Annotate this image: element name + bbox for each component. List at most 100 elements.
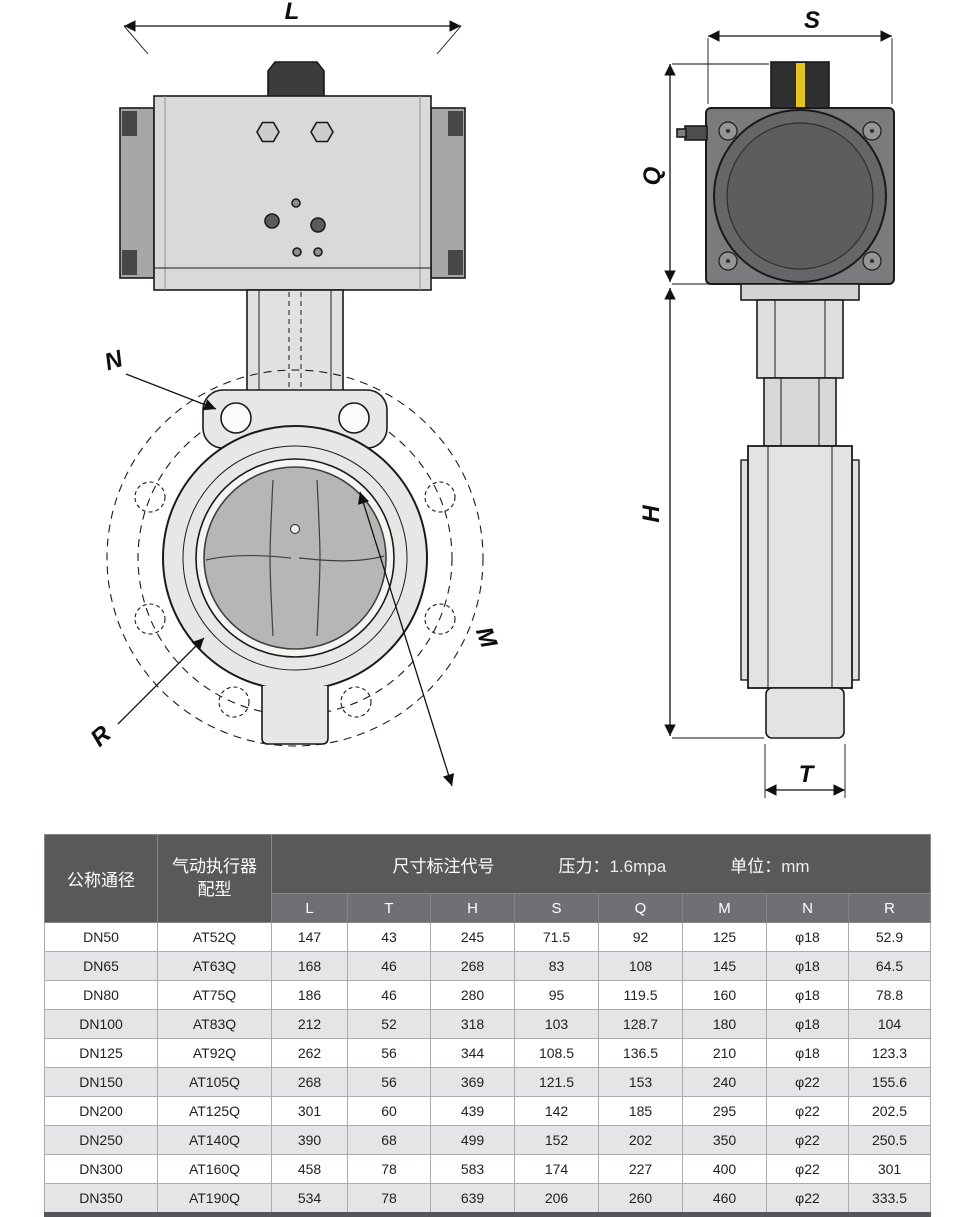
unit-text: 单位：mm (730, 856, 810, 876)
cell-dn: DN100 (44, 1009, 158, 1039)
cell-value: 295 (682, 1096, 767, 1126)
cell-dn: DN125 (44, 1038, 158, 1068)
dim-label-m: M (470, 623, 503, 652)
dim-Q (664, 63, 769, 285)
cell-actuator: AT125Q (157, 1096, 272, 1126)
cell-value: φ18 (766, 951, 849, 981)
cell-value: 180 (682, 1009, 767, 1039)
header-dim-r: R (847, 893, 932, 923)
cell-value: 250.5 (847, 1125, 932, 1155)
header-nominal-diameter: 公称通径 (44, 834, 158, 923)
cell-value: 46 (347, 980, 431, 1010)
cell-dn: DN65 (44, 951, 158, 981)
cell-value: φ22 (766, 1096, 849, 1126)
cell-actuator: AT160Q (157, 1154, 272, 1184)
dim-M (357, 491, 455, 787)
cell-value: φ22 (766, 1067, 849, 1097)
flange-hole (338, 402, 370, 434)
dim-L (123, 20, 462, 55)
cell-value: 301 (271, 1096, 348, 1126)
cell-value: 52.9 (847, 922, 932, 952)
dim-label-t: T (799, 761, 816, 788)
header-dim-s: S (514, 893, 599, 923)
header-dim-h: H (430, 893, 515, 923)
cell-value: 210 (682, 1038, 767, 1068)
cell-value: 260 (598, 1183, 683, 1215)
header-dim-m: M (682, 893, 767, 923)
header-dim-l: L (271, 893, 348, 923)
valve-body-side (740, 283, 860, 739)
cell-value: 155.6 (847, 1067, 932, 1097)
cell-value: 121.5 (514, 1067, 599, 1097)
cell-value: 240 (682, 1067, 767, 1097)
cell-value: φ22 (766, 1183, 849, 1215)
dim-N (125, 373, 217, 411)
cell-dn: DN350 (44, 1183, 158, 1215)
cell-actuator: AT190Q (157, 1183, 272, 1215)
cell-value: 212 (271, 1009, 348, 1039)
cell-value: 160 (682, 980, 767, 1010)
cell-dn: DN80 (44, 980, 158, 1010)
cell-actuator: AT63Q (157, 951, 272, 981)
header-dim-t: T (347, 893, 431, 923)
cell-value: 400 (682, 1154, 767, 1184)
cell-value: 262 (271, 1038, 348, 1068)
flange-hole (220, 402, 252, 434)
indicator-stripe (796, 63, 805, 107)
cell-value: φ22 (766, 1125, 849, 1155)
cell-value: 60 (347, 1096, 431, 1126)
cell-value: 439 (430, 1096, 515, 1126)
cell-value: 136.5 (598, 1038, 683, 1068)
cell-value: 56 (347, 1038, 431, 1068)
cell-value: 534 (271, 1183, 348, 1215)
cell-value: 301 (847, 1154, 932, 1184)
pressure-text: 压力：1.6mpa (558, 856, 667, 876)
cell-actuator: AT83Q (157, 1009, 272, 1039)
cell-value: 333.5 (847, 1183, 932, 1215)
cell-value: 92 (598, 922, 683, 952)
butterfly-disc (203, 466, 387, 650)
cell-actuator: AT140Q (157, 1125, 272, 1155)
cell-value: 78 (347, 1154, 431, 1184)
cell-value: φ18 (766, 1009, 849, 1039)
cell-dn: DN150 (44, 1067, 158, 1097)
cell-value: 108 (598, 951, 683, 981)
dim-label-n: N (101, 345, 126, 376)
cell-value: 103 (514, 1009, 599, 1039)
valve-body-front (162, 389, 428, 745)
cell-value: 369 (430, 1067, 515, 1097)
cell-value: 280 (430, 980, 515, 1010)
air-fitting (684, 125, 708, 141)
dim-label-l: L (285, 0, 300, 25)
cell-value: 52 (347, 1009, 431, 1039)
cell-actuator: AT52Q (157, 922, 272, 952)
dim-label-s: S (804, 7, 820, 34)
cell-value: 78.8 (847, 980, 932, 1010)
hex-bolt (310, 121, 334, 143)
dim-S (707, 30, 893, 104)
dim-H (664, 288, 764, 739)
dim-label-r: R (86, 720, 117, 752)
cell-actuator: AT105Q (157, 1067, 272, 1097)
cell-value: 583 (430, 1154, 515, 1184)
cell-dn: DN200 (44, 1096, 158, 1126)
cell-value: 119.5 (598, 980, 683, 1010)
header-dimension-band: 尺寸标注代号 压力：1.6mpa 单位：mm (270, 834, 932, 894)
actuator-indicator-knob (267, 61, 325, 98)
cell-value: 268 (430, 951, 515, 981)
header-dim-n: N (766, 893, 849, 923)
cell-value: 202.5 (847, 1096, 932, 1126)
cell-value: 639 (430, 1183, 515, 1215)
cell-value: 147 (271, 922, 348, 952)
cell-value: 499 (430, 1125, 515, 1155)
side-view: S (638, 7, 895, 798)
cell-value: 268 (271, 1067, 348, 1097)
hex-bolt (256, 121, 280, 143)
dimension-code-title: 尺寸标注代号 (392, 856, 495, 876)
